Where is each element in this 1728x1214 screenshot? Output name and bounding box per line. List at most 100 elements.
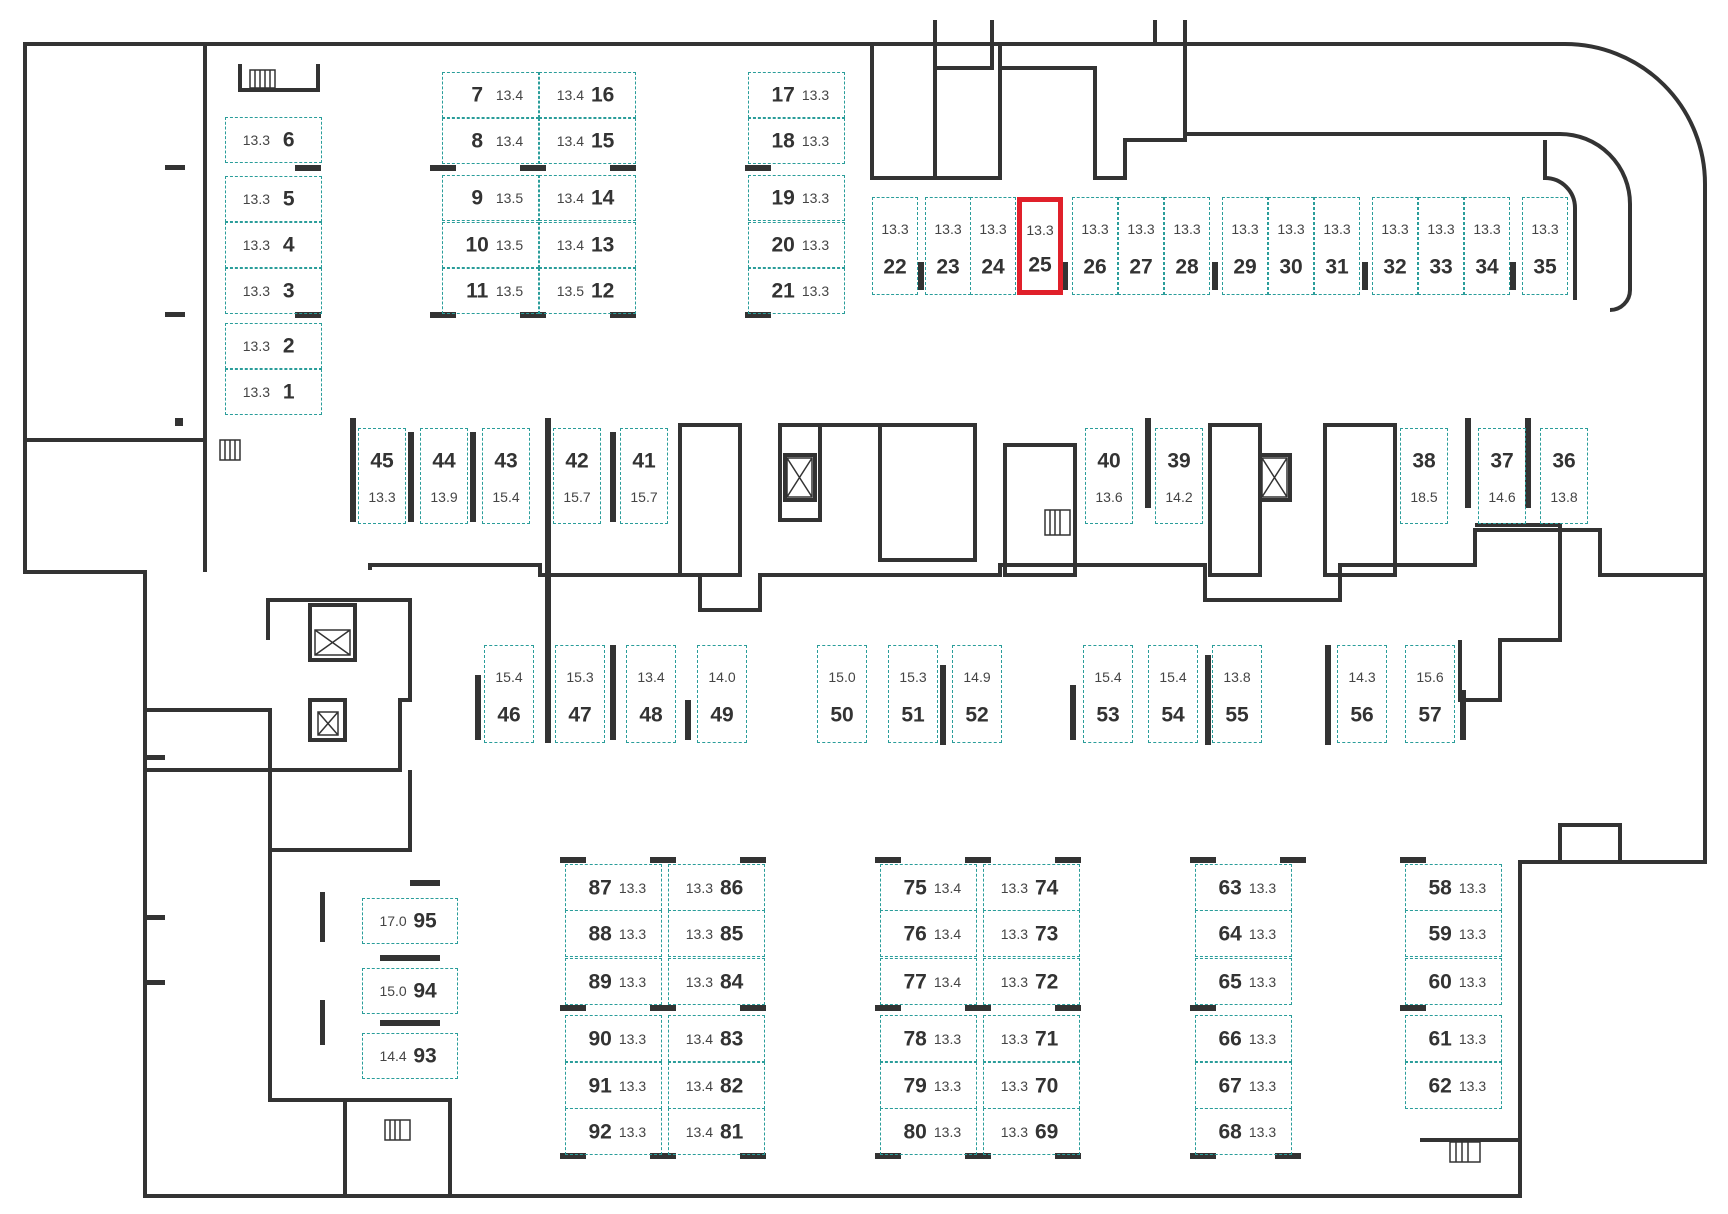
spot-number: 94 (413, 979, 437, 1003)
spot-area: 15.7 (630, 488, 658, 505)
ramp-left-2 (1153, 20, 1187, 46)
spot-number: 37 (1490, 449, 1514, 473)
mid-core-3 (820, 423, 977, 562)
